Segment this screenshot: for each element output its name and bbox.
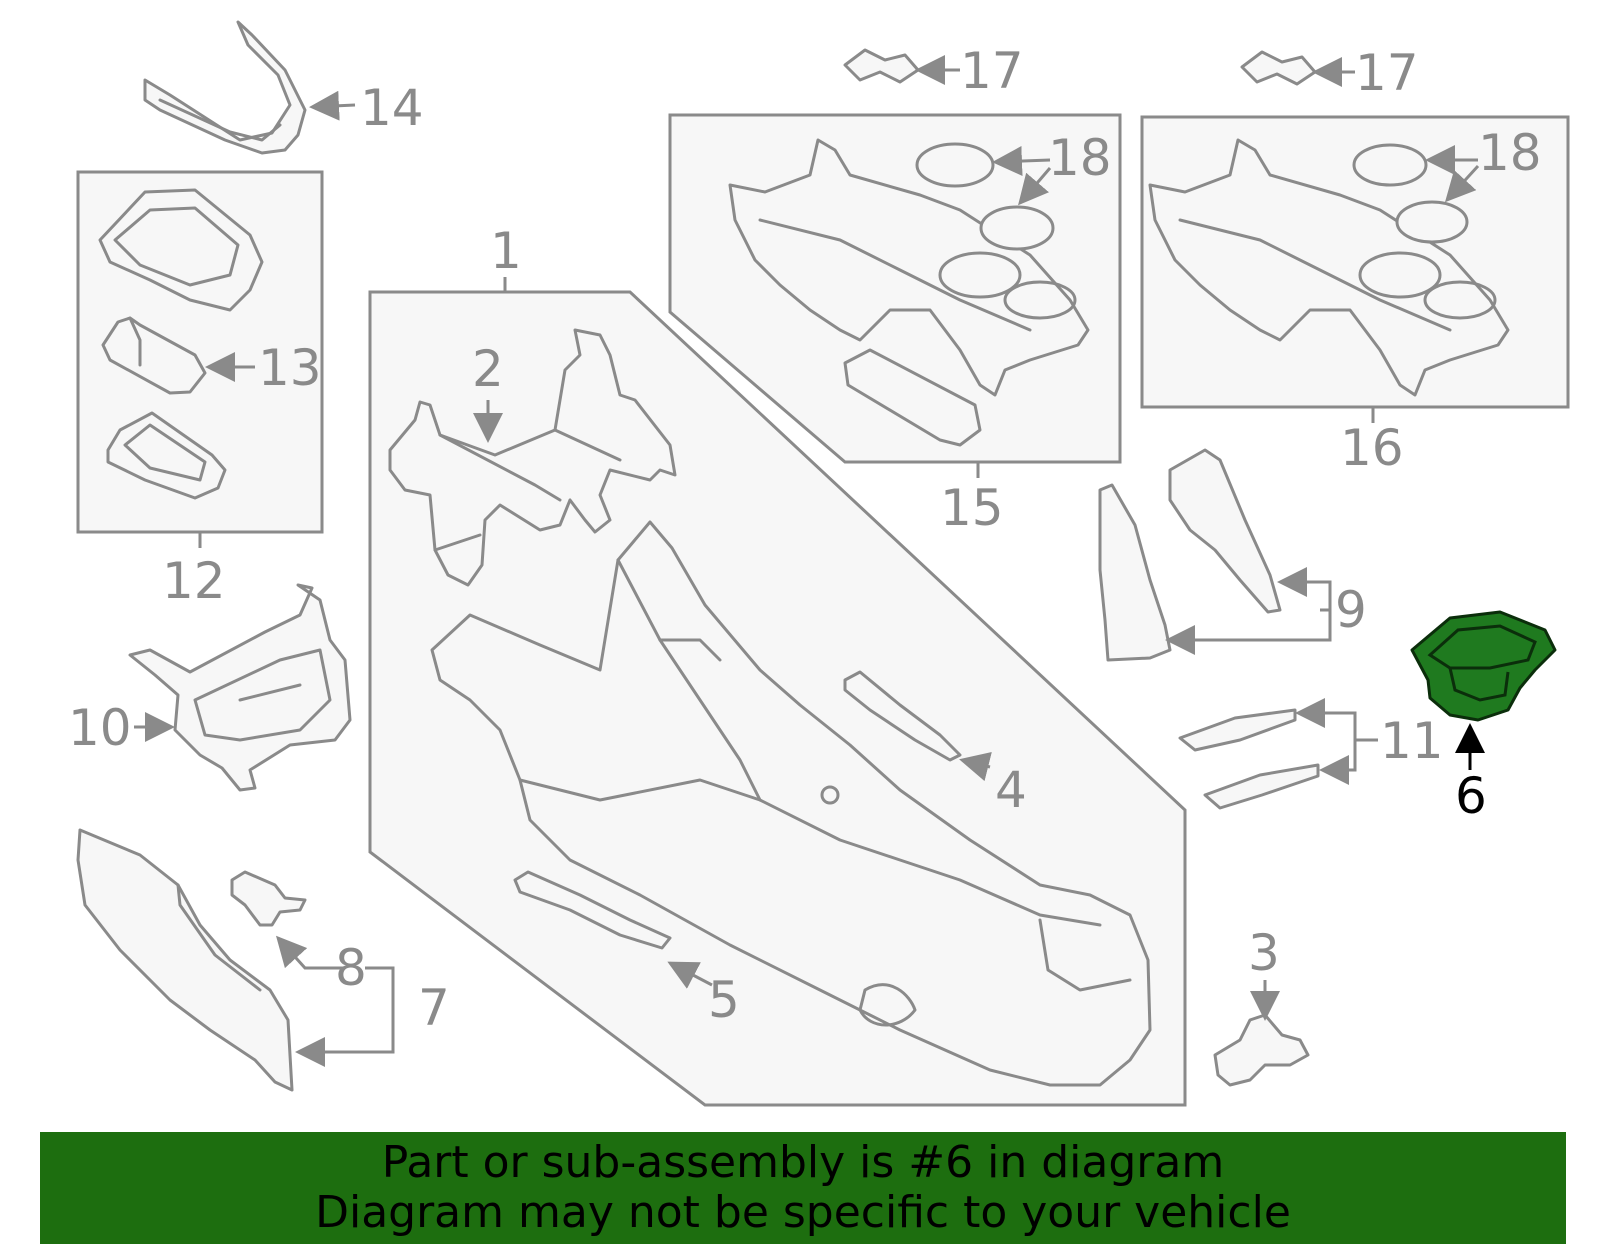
callout-17-right: 17 (1355, 44, 1419, 102)
part-18-mat-a (915, 142, 995, 188)
info-banner: Part or sub-assembly is #6 in diagram Di… (40, 1132, 1566, 1244)
part-14-shift-bezel (143, 20, 307, 155)
part-4-trim-strip (843, 670, 962, 762)
part-2-console-bracket (388, 328, 677, 587)
callout-6: 6 (1455, 767, 1487, 825)
callout-18-left: 18 (1048, 129, 1112, 187)
part-12-shifter-components (98, 188, 264, 500)
part-7-side-panel (76, 828, 294, 1092)
part-18-mat-c (1352, 143, 1428, 187)
part-3-bracket (1213, 1013, 1310, 1087)
callout-2: 2 (472, 340, 504, 398)
callout-12: 12 (162, 552, 226, 610)
callout-7: 7 (418, 979, 450, 1037)
part-18-mat-d (1395, 200, 1469, 244)
part-17-clip-b (1240, 50, 1317, 86)
part-15-console-top (728, 138, 1090, 447)
part-17-clip-a (843, 48, 920, 84)
callout-14: 14 (360, 79, 424, 137)
part-8-clip (230, 870, 307, 927)
part-10-bracket (128, 583, 352, 792)
callout-3: 3 (1248, 924, 1280, 982)
part-5-trim-strip (513, 870, 672, 950)
part-18-mat-b (979, 205, 1055, 251)
banner-line-2: Diagram may not be specific to your vehi… (315, 1187, 1291, 1238)
callout-16: 16 (1340, 419, 1404, 477)
banner-line-1: Part or sub-assembly is #6 in diagram (381, 1137, 1225, 1188)
callout-18-right: 18 (1478, 124, 1542, 182)
callout-9: 9 (1335, 581, 1367, 639)
callout-10: 10 (68, 699, 132, 757)
callout-17-left: 17 (960, 42, 1024, 100)
callout-1: 1 (490, 222, 522, 280)
callout-13: 13 (258, 339, 322, 397)
part-16-console-top (1148, 138, 1510, 397)
callout-11: 11 (1380, 712, 1444, 770)
part-1-console-body (430, 520, 1152, 1087)
part-9-side-trims (1098, 448, 1282, 662)
callout-5: 5 (708, 971, 740, 1029)
callout-15: 15 (940, 479, 1004, 537)
callout-8: 8 (335, 939, 367, 997)
part-11-trim-pieces (1178, 708, 1320, 810)
part-6-highlighted-insert (1410, 610, 1557, 722)
callout-4: 4 (995, 761, 1027, 819)
